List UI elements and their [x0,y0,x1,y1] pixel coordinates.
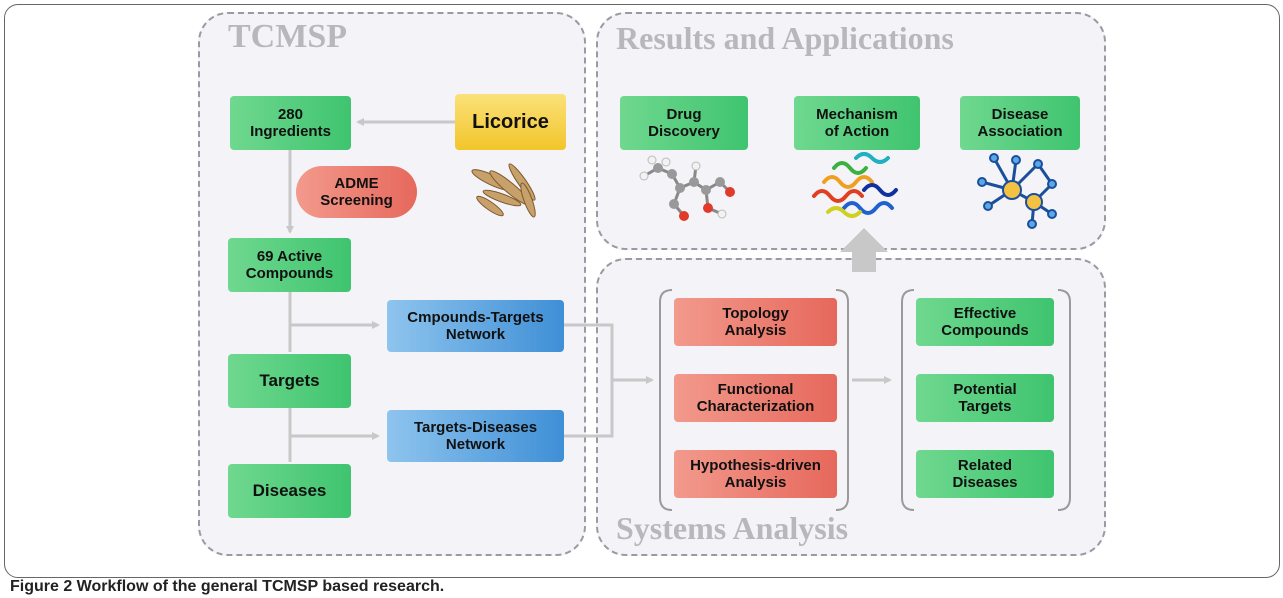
related-diseases-box: Related Diseases [916,450,1054,498]
molecule-3d-icon [639,155,735,221]
hypothesis-driven-analysis-box: Hypothesis-driven Analysis [674,450,837,498]
mechanism-of-action-box: Mechanism of Action [794,96,920,150]
disease-association-box: Disease Association [960,96,1080,150]
functional-characterization-box: Functional Characterization [674,374,837,422]
systems-panel-title: Systems Analysis [616,510,849,546]
tcmsp-panel-title: TCMSP [228,18,347,55]
figure-caption: Figure 2 Workflow of the general TCMSP b… [10,578,444,596]
network-graph-icon [977,153,1057,229]
targets-diseases-network-box: Targets-Diseases Network [387,410,564,462]
active-compounds-box: 69 Active Compounds [228,238,351,292]
targets-box: Targets [228,354,351,408]
adme-screening-box: ADME Screening [296,166,417,218]
figure-frame [4,4,1280,578]
topology-analysis-box: Topology Analysis [674,298,837,346]
caption-text: Workflow of the general TCMSP based rese… [72,578,445,595]
licorice-box: Licorice [455,94,566,150]
compounds-targets-network-box: Cmpounds-Targets Network [387,300,564,352]
figure-label: Figure 2 [10,578,73,595]
drug-discovery-box: Drug Discovery [620,96,748,150]
results-panel-title: Results and Applications [616,20,954,56]
diseases-box: Diseases [228,464,351,518]
effective-compounds-box: Effective Compounds [916,298,1054,346]
ingredients-box: 280 Ingredients [230,96,351,150]
licorice-root-image [471,163,536,218]
protein-structure-icon [812,152,898,218]
potential-targets-box: Potential Targets [916,374,1054,422]
